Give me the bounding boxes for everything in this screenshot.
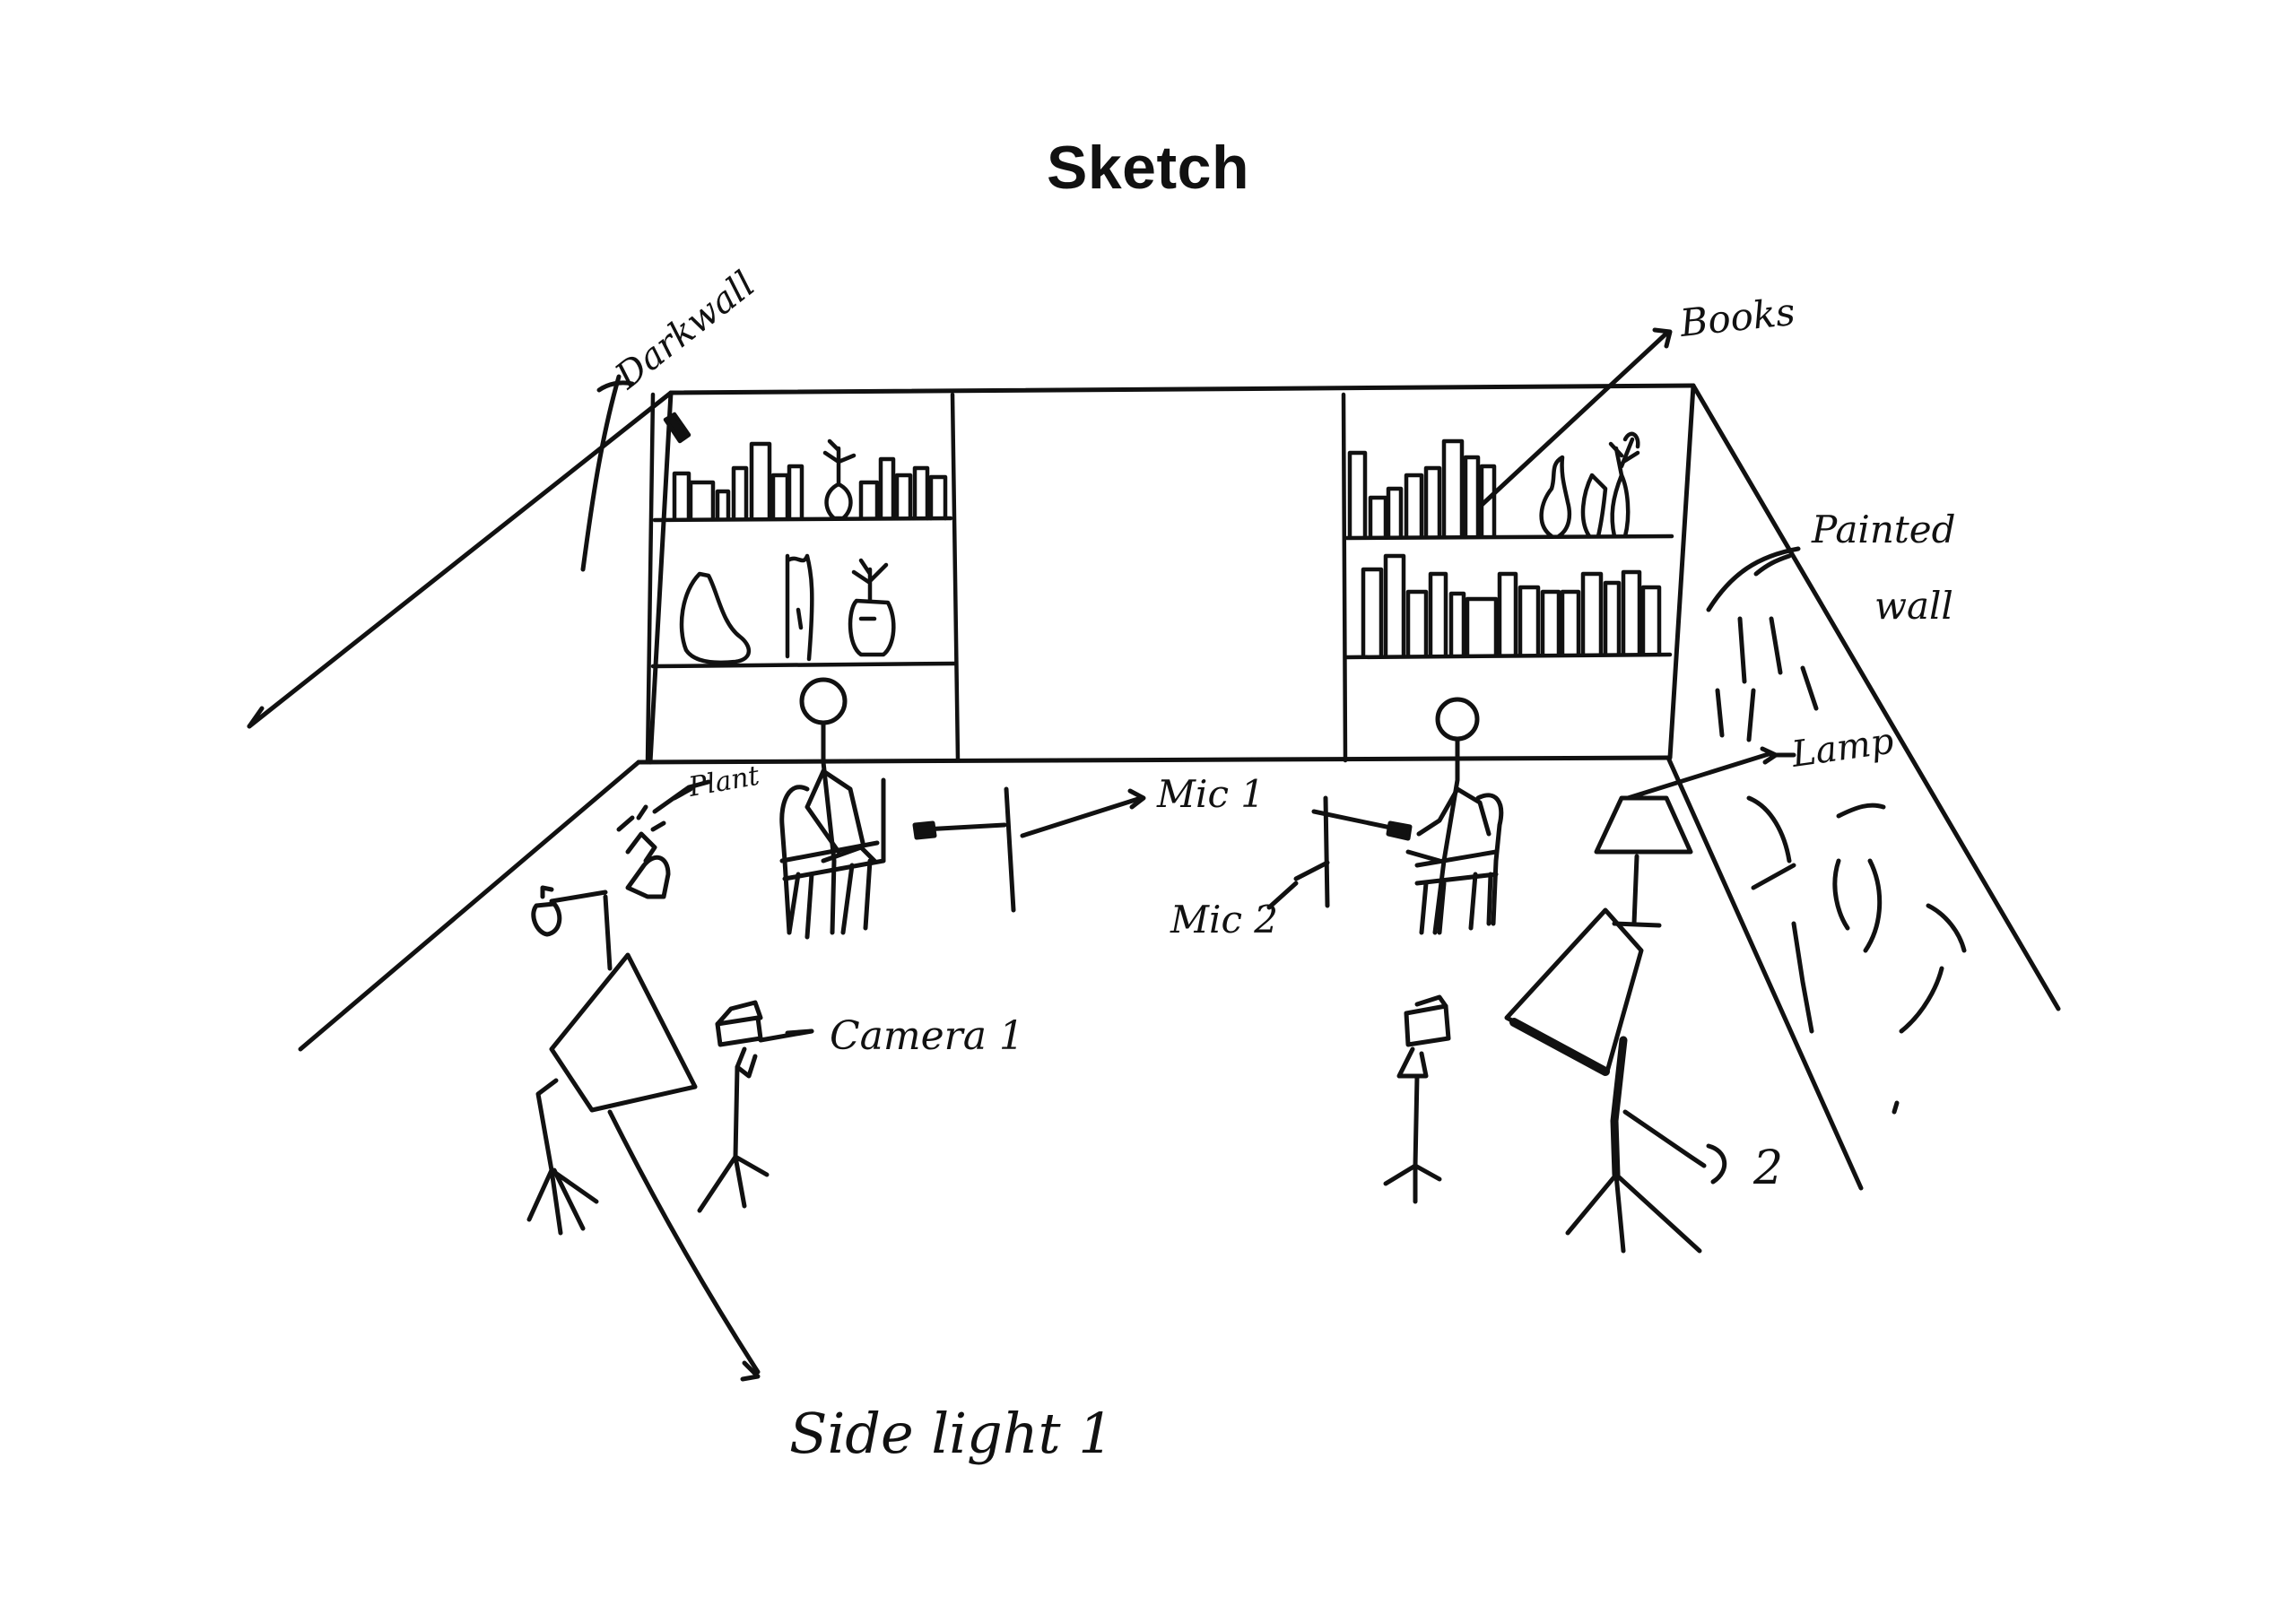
camera-2 (1383, 994, 1451, 1204)
left-bookshelf (645, 392, 961, 765)
painted-wall-strokes (1715, 553, 1967, 1115)
right-bookshelf (1341, 392, 1674, 763)
books-leader (1477, 329, 1671, 509)
label-lamp: Lamp (1788, 720, 1896, 776)
label-side-light1: Side light 1 (789, 1401, 1114, 1466)
lamp (1594, 746, 1779, 928)
painted-wall-leader (1706, 546, 1801, 612)
chair-1 (779, 777, 886, 940)
side-light-1 (526, 952, 761, 1382)
camera-1 (697, 1000, 814, 1213)
label-painted-wall-line2: wall (1874, 584, 1953, 628)
mic-2-stand (1293, 795, 1413, 908)
left-wall-top-edge (247, 390, 674, 729)
label-dark-wall: Darkwall (607, 264, 762, 398)
person-1 (799, 677, 877, 935)
right-wall-floor-edge (1665, 755, 1864, 1191)
page-title: Sketch (1047, 134, 1249, 202)
label-plant: Plant (685, 760, 762, 804)
light-2 (1504, 907, 1727, 1254)
label-camera2: 2 (1752, 1141, 1783, 1195)
label-painted-wall-line1: Painted (1811, 508, 1956, 551)
label-mic2: Mic 2 (1170, 898, 1278, 942)
label-camera1: Camera 1 (830, 1013, 1024, 1059)
left-wall-floor-edge (298, 759, 641, 1052)
room-walls (247, 383, 2061, 1191)
handwritten-labels: Darkwall Books Painted wall Plant Mic 1 … (607, 264, 1955, 1466)
dark-wall-leader (580, 374, 622, 572)
mic-1-stand (912, 786, 1146, 913)
person-2 (1405, 697, 1492, 935)
label-books: Books (1677, 290, 1797, 345)
right-wall-top-edge (1691, 383, 2061, 1011)
annotation-leaders (580, 327, 1801, 1036)
label-mic1: Mic 1 (1156, 772, 1265, 816)
chair-2 (1414, 793, 1504, 935)
plant-left (531, 779, 711, 971)
